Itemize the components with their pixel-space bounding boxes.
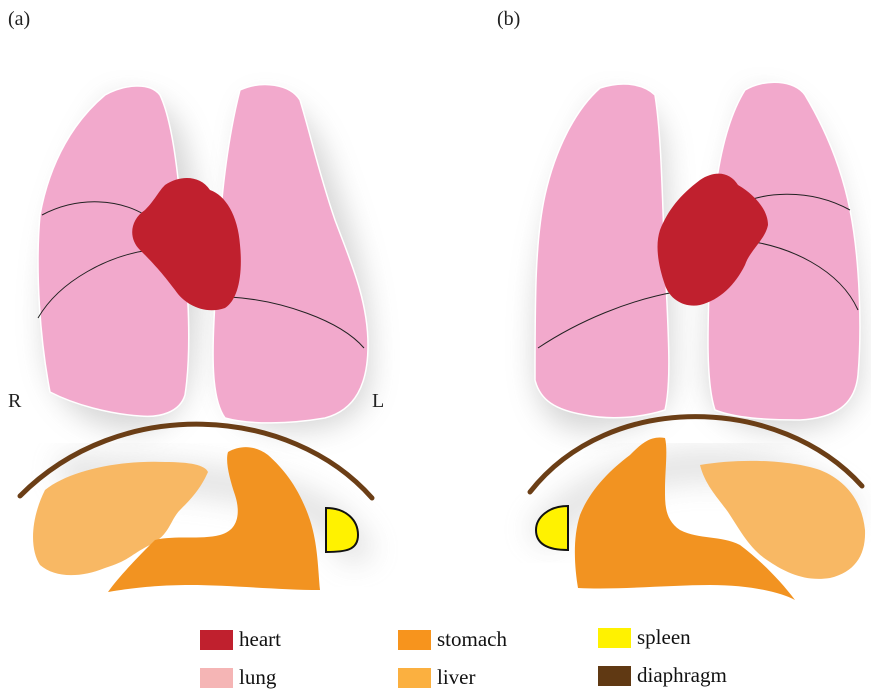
- liver-swatch: [398, 668, 431, 688]
- legend-item-lung: lung: [200, 665, 276, 690]
- left-side-label: L: [372, 390, 384, 413]
- panel-b-label: (b): [497, 8, 520, 31]
- panel-b: [530, 82, 865, 600]
- legend-label-lung: lung: [239, 665, 276, 690]
- legend-item-diaphragm: diaphragm: [598, 663, 727, 688]
- spleen-swatch: [598, 628, 631, 648]
- legend-label-heart: heart: [239, 627, 281, 652]
- right-lung-b: [535, 84, 669, 418]
- diaphragm-swatch: [598, 666, 631, 686]
- panel-a: [20, 85, 372, 592]
- legend-label-stomach: stomach: [437, 627, 507, 652]
- right-side-label: R: [8, 390, 21, 413]
- legend-item-liver: liver: [398, 665, 475, 690]
- heart-swatch: [200, 630, 233, 650]
- legend-item-stomach: stomach: [398, 627, 507, 652]
- legend-item-spleen: spleen: [598, 625, 691, 650]
- lung-swatch: [200, 668, 233, 688]
- legend-item-heart: heart: [200, 627, 281, 652]
- legend-label-diaphragm: diaphragm: [637, 663, 727, 688]
- spleen-a: [326, 508, 358, 552]
- legend-label-liver: liver: [437, 665, 475, 690]
- panel-a-label: (a): [8, 8, 30, 31]
- spleen-b: [536, 506, 568, 550]
- legend-label-spleen: spleen: [637, 625, 691, 650]
- stomach-swatch: [398, 630, 431, 650]
